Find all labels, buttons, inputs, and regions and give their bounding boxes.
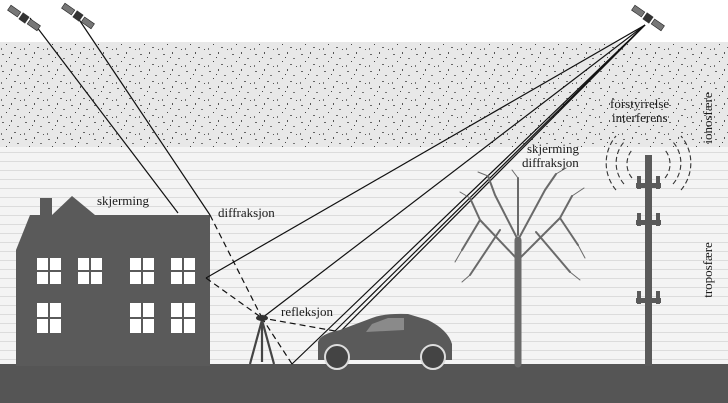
signal-to-car-2 xyxy=(319,24,646,353)
signal-to-wall xyxy=(205,24,646,279)
label-shielding-tree: skjerming xyxy=(527,141,579,156)
signal-shielded-house xyxy=(29,17,179,214)
signal-to-car-1 xyxy=(334,24,646,332)
house xyxy=(16,196,210,366)
label-disturbance: forstyrrelse xyxy=(610,96,669,111)
multipath-paths xyxy=(205,214,336,365)
label-diffraction-roof: diffraksjon xyxy=(218,205,275,220)
signal-direct-receiver xyxy=(261,24,646,319)
radio-waves-icon xyxy=(605,135,692,191)
signal-diffracted-roof xyxy=(77,17,211,216)
car xyxy=(318,313,452,370)
ionosphere-layer xyxy=(0,42,728,147)
reflected-ground-to-receiver xyxy=(261,317,293,365)
label-ionosphere: ionosfære xyxy=(700,92,715,144)
label-diffraction-tree: diffraksjon xyxy=(522,155,579,170)
ground xyxy=(0,364,728,403)
satellite-icon xyxy=(7,4,41,32)
label-troposphere: troposfære xyxy=(700,242,715,298)
satellite-icon xyxy=(631,4,665,32)
label-reflection: refleksjon xyxy=(281,304,333,319)
cell-tower xyxy=(605,135,692,366)
label-shielding-house: skjerming xyxy=(97,193,149,208)
gnss-receiver-tripod xyxy=(248,315,276,365)
signal-paths xyxy=(29,17,646,365)
label-interference: interferens xyxy=(612,110,668,125)
tree xyxy=(454,167,586,368)
reflected-car-to-receiver xyxy=(261,317,336,332)
satellite-icon xyxy=(61,2,95,30)
signal-to-ground xyxy=(291,24,646,365)
reflected-wall-to-receiver xyxy=(205,277,263,319)
